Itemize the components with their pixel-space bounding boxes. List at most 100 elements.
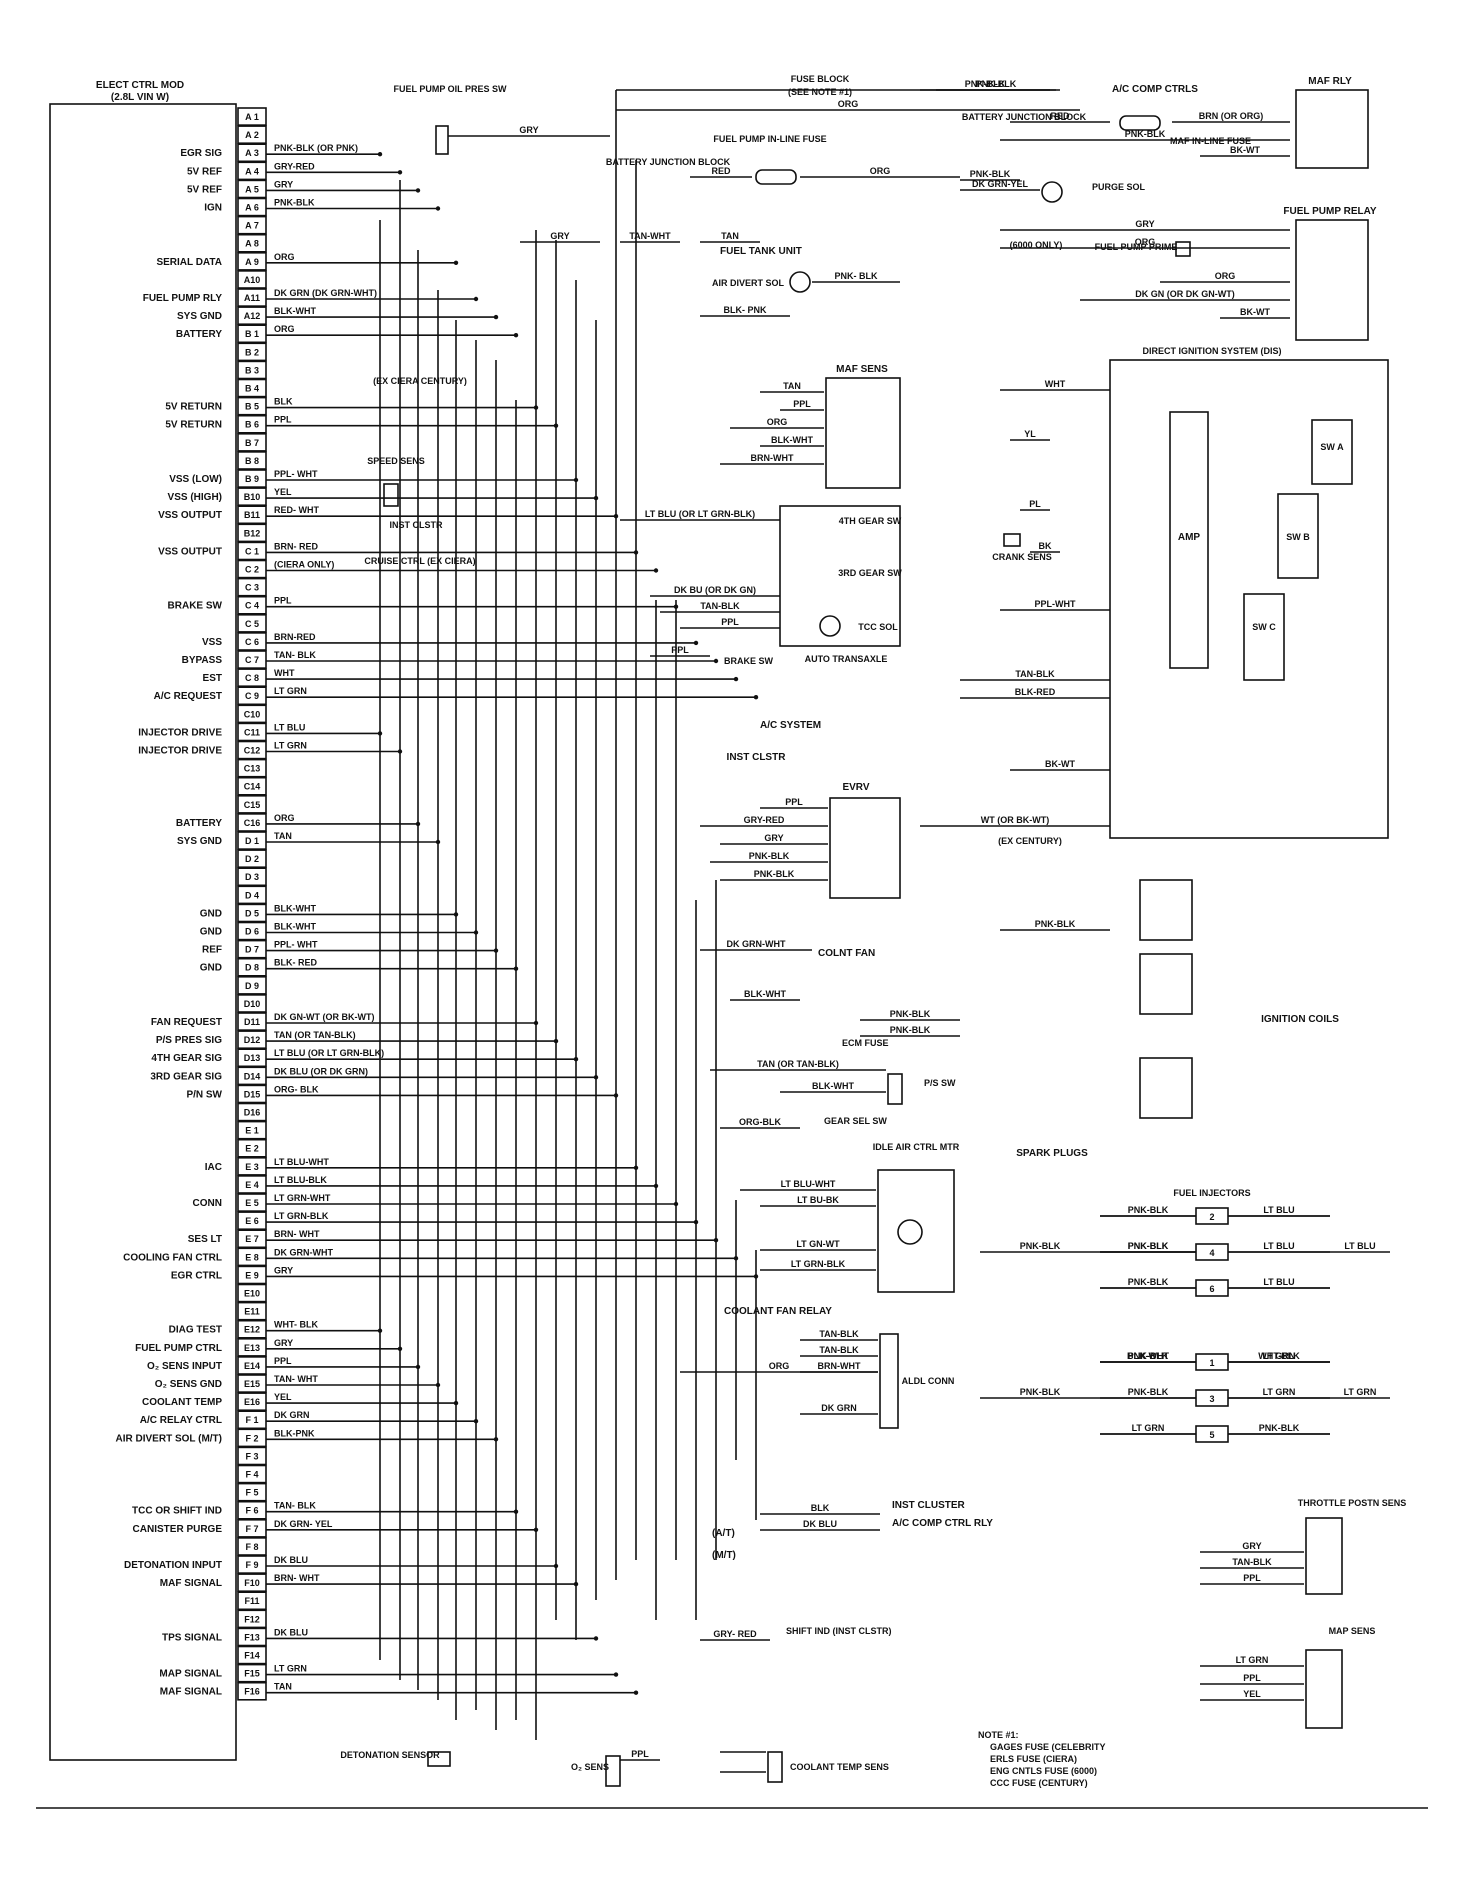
injector-number: 3 <box>1209 1394 1214 1404</box>
pin-wire-color: TAN- WHT <box>274 1374 318 1384</box>
3rd-gear-sw-label: 3RD GEAR SW <box>838 568 902 578</box>
pin-box <box>237 306 267 326</box>
wire-color-label: TAN-WHT <box>629 231 671 241</box>
wire-color-label: BK-WT <box>1045 759 1075 769</box>
pin-box <box>237 324 267 344</box>
map-sens-box <box>1305 1649 1343 1729</box>
purge-sol-symbol <box>1041 181 1063 203</box>
ps-sw-symbol <box>887 1073 903 1105</box>
pin-box <box>237 1012 267 1031</box>
wire-color-label: LT GRN-BLK <box>791 1259 846 1269</box>
pin-wire-color: TAN (OR TAN-BLK) <box>274 1030 356 1040</box>
ignition-coil-3 <box>1139 1057 1193 1119</box>
note-line-4: CCC FUSE (CENTURY) <box>990 1778 1088 1788</box>
pin-box <box>237 541 267 561</box>
pin-function: EGR SIG <box>180 148 222 159</box>
pin-box <box>237 1066 267 1086</box>
pin-id: B 6 <box>245 420 259 430</box>
pin-box <box>237 1211 267 1230</box>
pin-id: D 7 <box>245 945 259 955</box>
pin-id: F 9 <box>245 1560 258 1570</box>
pin-wire-color: DK GN-WT (OR BK-WT) <box>274 1012 374 1022</box>
pin-wire-color: WHT <box>274 668 295 678</box>
pin-wire-color: LT BLU-WHT <box>274 1157 329 1167</box>
pin-function: P/N SW <box>186 1089 222 1100</box>
pin-id: D 9 <box>245 981 259 991</box>
pin-id: F16 <box>244 1687 260 1697</box>
pin-box <box>237 867 267 887</box>
wire-color-label: TAN-BLK <box>1232 1557 1272 1567</box>
pin-function: 5V REF <box>187 184 222 195</box>
pin-id: B 1 <box>245 329 259 339</box>
pin-id: E 2 <box>245 1144 259 1154</box>
pin-box <box>237 704 267 724</box>
pin-id: F 6 <box>245 1506 258 1516</box>
fuel-pump-oil-pres-sw-label: FUEL PUMP OIL PRES SW <box>393 84 507 94</box>
pin-box <box>237 1157 267 1176</box>
ignition-coil-1 <box>1139 879 1193 941</box>
at-label: (A/T) <box>712 1528 735 1539</box>
pin-box <box>237 179 267 199</box>
wire-color-label: GRY <box>764 833 783 843</box>
pin-id: E10 <box>244 1289 260 1299</box>
injector-number: 1 <box>1209 1358 1214 1368</box>
wire-color-label: ORG <box>870 166 891 176</box>
wire-color-label: PPL <box>721 617 739 627</box>
pin-function: A/C RELAY CTRL <box>140 1415 222 1426</box>
pin-function: COOLING FAN CTRL <box>123 1252 222 1263</box>
pin-function: VSS (HIGH) <box>168 492 222 503</box>
ex-ciera-century-label: (EX CIERA CENTURY) <box>373 376 467 386</box>
inst-cluster-label: INST CLUSTER <box>892 1500 966 1511</box>
pin-function: 3RD GEAR SIG <box>150 1071 222 1082</box>
pin-box <box>237 523 267 543</box>
pin-box <box>237 1500 267 1520</box>
pin-id: A 9 <box>245 257 259 267</box>
pin-wire-color: YEL <box>274 1392 292 1402</box>
pin-id: D 8 <box>245 963 259 973</box>
wire-junction <box>653 568 659 573</box>
pin-function: 5V REF <box>187 166 222 177</box>
pin-function: SES LT <box>188 1234 222 1245</box>
sw-c-box <box>1243 593 1285 681</box>
pin-box <box>237 1591 267 1611</box>
pin-wire-color: PPL <box>274 596 292 606</box>
wire-junction <box>453 260 459 265</box>
pin-box <box>237 1175 267 1194</box>
pin-box <box>237 1265 267 1285</box>
fuel-pump-prime-symbol <box>1175 241 1191 257</box>
wire-color-label: PNK-BLK <box>1035 919 1076 929</box>
wire-color-label: LT GN-WT <box>796 1239 840 1249</box>
wire-color-label: YL <box>1024 429 1036 439</box>
wire-color-label: PNK-BLK <box>970 169 1011 179</box>
pin-id: F14 <box>244 1651 260 1661</box>
amp-box <box>1169 411 1209 669</box>
wire-color-label: ORG <box>767 417 788 427</box>
wire-color-label: TAN <box>721 231 739 241</box>
wire-color-label: PPL <box>671 645 689 655</box>
pin-box <box>237 722 267 742</box>
pin-id: E11 <box>244 1307 260 1317</box>
pin-function: TCC OR SHIFT IND <box>132 1506 222 1517</box>
pin-box <box>237 505 267 525</box>
idle-air-ctrl-mtr-box <box>877 1169 955 1293</box>
pin-box <box>237 1374 267 1393</box>
pin-wire-color: TAN <box>274 831 292 841</box>
pin-id: C10 <box>244 709 261 719</box>
pin-id: E13 <box>244 1343 260 1353</box>
wire-junction <box>593 1636 599 1641</box>
pin-id: D 6 <box>245 927 259 937</box>
pin-wire-color: BLK-PNK <box>274 1428 315 1438</box>
pin-box <box>237 1048 267 1068</box>
pin-function: FUEL PUMP RLY <box>143 293 223 304</box>
pin-id: B 9 <box>245 474 259 484</box>
brake-sw-label: BRAKE SW <box>724 656 774 666</box>
wire-junction <box>733 676 739 682</box>
pin-box <box>237 1663 267 1683</box>
wire-color-label: TAN (OR TAN-BLK) <box>757 1059 839 1069</box>
pin-id: D 1 <box>245 836 259 846</box>
pin-wire-color: LT GRN <box>274 741 307 751</box>
wire-color-label: TAN-BLK <box>1015 669 1055 679</box>
wire-color-label: PNK-BLK <box>749 851 790 861</box>
pin-function: 5V RETURN <box>165 402 222 413</box>
